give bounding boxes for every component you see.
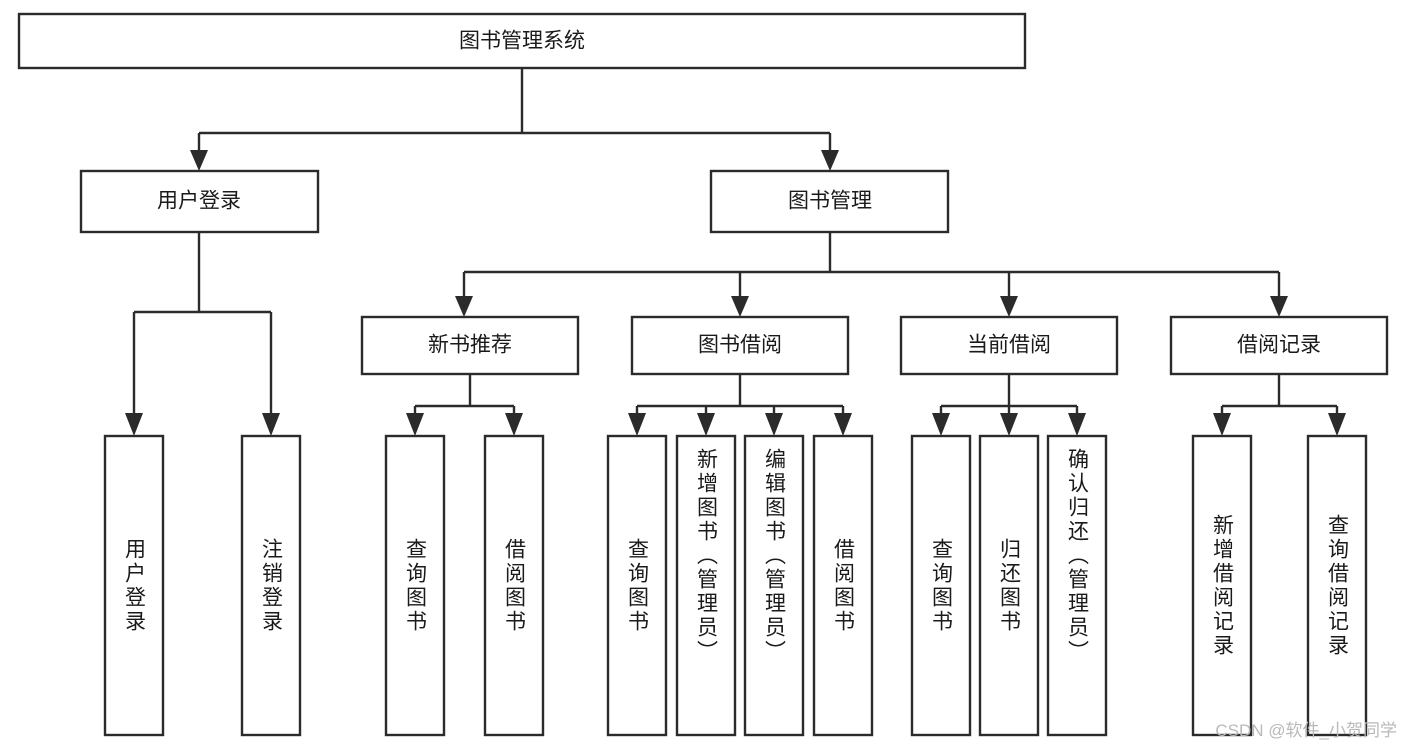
node-new-book-recommend[interactable] <box>360 315 580 376</box>
arrow-head-icon <box>505 413 523 436</box>
leaf-box-borrowrecord-add[interactable] <box>1191 434 1253 737</box>
node-user-login-label: 用户登录 <box>157 190 241 213</box>
arrow-head-icon <box>1213 413 1231 436</box>
leaf-box-user-login-login[interactable] <box>103 434 165 737</box>
arrow-head-icon <box>765 413 783 436</box>
arrow-head-icon <box>190 150 208 171</box>
arrow-head-icon <box>932 413 950 436</box>
node-book-borrow[interactable] <box>630 315 850 376</box>
node-user-login[interactable] <box>79 169 320 234</box>
connector-bookborrow-to-leaves <box>628 374 852 436</box>
leaf-box-borrowrecord-query[interactable] <box>1306 434 1368 737</box>
node-current-borrow[interactable] <box>899 315 1119 376</box>
arrow-head-icon <box>1270 296 1288 317</box>
arrow-head-icon <box>697 413 715 436</box>
leaf-box-currentborrow-return[interactable] <box>978 434 1040 737</box>
leaf-box-currentborrow-query[interactable] <box>910 434 972 737</box>
arrow-head-icon <box>406 413 424 436</box>
connector-root-to-level2 <box>190 68 839 171</box>
leaf-box-bookborrow-edit[interactable] <box>743 434 805 737</box>
arrow-head-icon <box>1000 296 1018 317</box>
node-book-borrow-label: 图书借阅 <box>698 334 782 357</box>
connector-bookmgmt-to-level3 <box>455 232 1288 317</box>
connector-currentborrow-to-leaves <box>932 374 1086 436</box>
connector-borrowrecord-to-leaves <box>1213 374 1346 436</box>
arrow-head-icon <box>262 413 280 436</box>
node-new-book-recommend-label: 新书推荐 <box>428 334 512 357</box>
leaf-box-newbook-query[interactable] <box>384 434 446 737</box>
arrow-head-icon <box>1328 413 1346 436</box>
leaf-box-bookborrow-borrow[interactable] <box>812 434 874 737</box>
watermark-text: CSDN @软件_小贺同学 <box>1215 721 1397 740</box>
node-borrow-record-label: 借阅记录 <box>1237 334 1321 357</box>
node-current-borrow-label: 当前借阅 <box>967 334 1051 357</box>
connector-userlogin-to-leaves <box>125 232 280 436</box>
node-borrow-record[interactable] <box>1169 315 1389 376</box>
node-root[interactable] <box>17 12 1027 70</box>
leaf-box-currentborrow-confirm[interactable] <box>1046 434 1108 737</box>
arrow-head-icon <box>731 296 749 317</box>
connector-newbook-to-leaves <box>406 374 523 436</box>
arrow-head-icon <box>1068 413 1086 436</box>
leaf-box-user-login-logout[interactable] <box>240 434 302 737</box>
leaf-box-bookborrow-add[interactable] <box>675 434 737 737</box>
node-book-management[interactable] <box>709 169 950 234</box>
leaf-box-bookborrow-query[interactable] <box>606 434 668 737</box>
arrow-head-icon <box>628 413 646 436</box>
arrow-head-icon <box>1000 413 1018 436</box>
leaf-box-newbook-borrow[interactable] <box>483 434 545 737</box>
arrow-head-icon <box>455 296 473 317</box>
node-root-label: 图书管理系统 <box>459 30 585 53</box>
arrow-head-icon <box>125 413 143 436</box>
arrow-head-icon <box>834 413 852 436</box>
node-book-management-label: 图书管理 <box>788 190 872 213</box>
arrow-head-icon <box>821 150 839 171</box>
